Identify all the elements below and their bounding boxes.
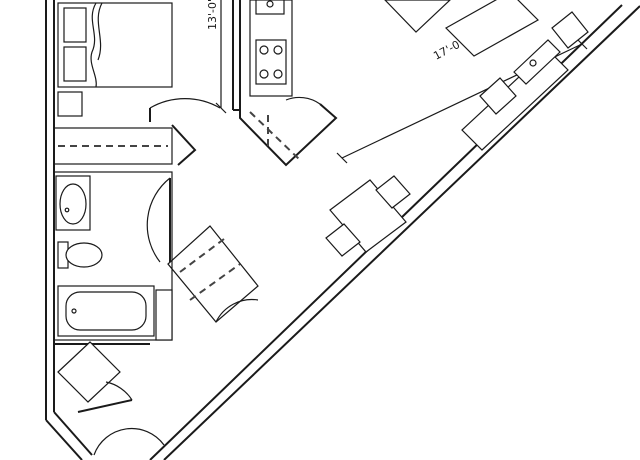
dining-chair [375,175,411,209]
stove-burner [273,69,283,79]
bathtub [57,285,155,337]
bed-pillow [63,46,87,82]
living-room: 17'-0" [325,0,589,257]
tv-console [461,49,569,151]
toilet-bowl [65,242,103,268]
entry-door [93,427,165,456]
kitchen [239,0,338,167]
bathroom-vanity [55,175,91,231]
linen-shelf [155,289,173,341]
sofa [445,0,539,57]
tv-stand [513,39,561,85]
dimension-bedroom-width: 13'-0" [206,0,219,30]
nightstand [57,91,83,117]
bed-pillow [63,7,87,43]
dining-chair [325,223,361,257]
bedroom-closet [53,127,173,165]
bedroom: 13'-0" [53,0,241,166]
hall-closet [167,225,259,323]
armchair [384,0,451,33]
washer-dryer [57,341,121,403]
bathroom [53,171,173,341]
stove [255,39,287,85]
stove-burner [259,45,269,55]
stove-burner [273,45,283,55]
entry [54,341,165,456]
bathroom-sink [59,183,87,225]
side-table [551,11,589,49]
media-unit [479,77,517,115]
stove-burner [259,69,269,79]
